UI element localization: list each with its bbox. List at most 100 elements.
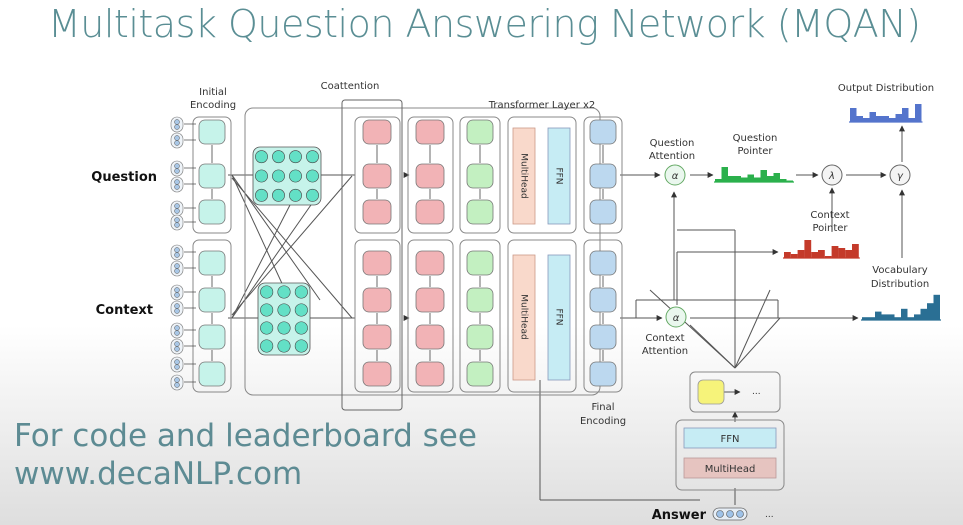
context-pointer-histogram-bar [784,252,791,258]
final-encoding-context-node [589,250,617,276]
decoder-ffn-block [683,427,777,449]
initial-encoding-context-node [198,324,226,350]
word-embedding-chip [170,244,196,261]
question-pointer-histogram-bar [780,179,787,182]
question-pointer-histogram-bar [734,176,741,182]
word-embedding-chip [170,214,196,231]
transformer-input-context-node [466,250,494,276]
context-pointer-histogram [783,240,860,259]
ffn-block-context [547,254,571,381]
final-encoding-context-node [589,324,617,350]
output-distribution-histogram-bar [856,116,863,122]
svg-text:α: α [672,171,679,182]
vocabulary-distribution-histogram-bar [907,317,914,320]
context-pointer-histogram-bar [852,244,859,258]
coattention-label: Coattention [321,81,380,92]
coattention-b-context-node [415,250,445,276]
context-pointer-histogram-bar [824,256,832,258]
question-affinity-matrix [252,146,322,206]
histograms [714,104,941,321]
coattention-a-context-node [362,324,392,350]
vocabulary-distribution-histogram-bar [888,314,895,320]
question-pointer-histogram-bar [721,167,728,182]
question-pointer-label-2: Pointer [737,146,773,157]
context-pointer-histogram-bar [797,250,805,258]
vocabulary-distribution-histogram [861,294,941,321]
coattention-b-question-node [415,163,445,189]
initial-encoding-context-node [198,287,226,313]
context-pointer-histogram-bar [818,250,825,258]
coattention-a-context-node [362,287,392,313]
coattention-b-context-node [415,324,445,350]
context-pointer-histogram-bar [831,246,839,258]
output-distribution-histogram-bar [915,104,922,122]
context-pointer-histogram-bar [838,248,846,258]
ffn-label-question: FFN [554,167,564,184]
answer-trailing-ellipsis: ... [765,510,774,520]
vocabulary-distribution-histogram-bar [914,314,921,320]
decoder-multihead-label: MultiHead [705,464,756,475]
coattention-b-question-node [415,119,445,145]
initial-encoding-question-node [198,119,226,145]
coattention-a-context-node [362,250,392,276]
initial-encoding-question-node [198,163,226,189]
word-embedding-chip [170,116,196,133]
svg-text:λ: λ [828,171,835,182]
stage-frames [192,99,785,491]
word-embedding-chip [170,176,196,193]
final-encoding-question-node [589,199,617,225]
output-distribution-histogram-bar [902,108,909,122]
decoder-ffn-label: FFN [721,434,740,445]
answer-row-label: Answer [652,508,707,523]
node-columns [198,119,617,387]
answer-ellipsis: ... [752,387,761,397]
context-attention-label-1: Context [645,333,684,344]
connection-lines [228,125,905,505]
context-pointer-histogram-bar [790,254,798,258]
word-embedding-chip [170,338,196,355]
vocabulary-distribution-histogram-bar [868,317,875,320]
vocabulary-distribution-histogram-bar [920,308,927,320]
question-pointer-histogram-bar [728,176,735,182]
output-distribution-histogram-bar [889,118,896,122]
word-embedding-chip [170,200,196,217]
output-distribution-histogram-bar [850,108,857,122]
context-pointer-histogram-bar [845,250,852,258]
context-pointer-label-2: Pointer [812,223,848,234]
svg-text:γ: γ [897,171,904,182]
multihead-block-context [512,254,536,381]
initial-encoding-label-1: Initial [199,87,227,98]
question-pointer-histogram-bar [786,180,793,182]
output-distribution-histogram-bar [869,112,876,122]
question-pointer-histogram-bar [760,170,767,182]
context-affinity-matrix [257,282,311,356]
vocabulary-distribution-histogram-bar [894,317,901,320]
answer-embedding-chip [712,507,748,521]
output-distribution-histogram [849,104,923,123]
context-pointer-histogram-bar [811,252,818,258]
multihead-label-context: MultiHead [519,294,529,340]
context-attention-node: α [665,306,687,328]
word-embedding-chip [170,322,196,339]
vocabulary-distribution-label-2: Distribution [871,279,929,290]
coattention-b-context-node [415,287,445,313]
coattention-a-context-node [362,361,392,387]
multihead-block-question [512,127,536,225]
footer-link[interactable]: www.decaNLP.com [14,456,303,492]
final-encoding-label-1: Final [591,402,614,413]
question-pointer-histogram-bar [741,177,748,182]
question-pointer-label-1: Question [733,133,778,144]
footer-line-1: For code and leaderboard see [14,418,477,454]
context-attention-label-2: Attention [642,346,688,357]
word-embedding-chip [170,356,196,373]
coattention-a-question-node [362,199,392,225]
ffn-label-context: FFN [554,308,564,325]
word-embedding-chip [170,160,196,177]
decoder-multihead-block [683,457,777,479]
transformer-label: Transformer Layer x2 [488,100,596,111]
question-attention-label-1: Question [650,138,695,149]
question-pointer-histogram-bar [715,179,722,182]
transformer-input-question-node [466,163,494,189]
final-encoding-context-node [589,287,617,313]
